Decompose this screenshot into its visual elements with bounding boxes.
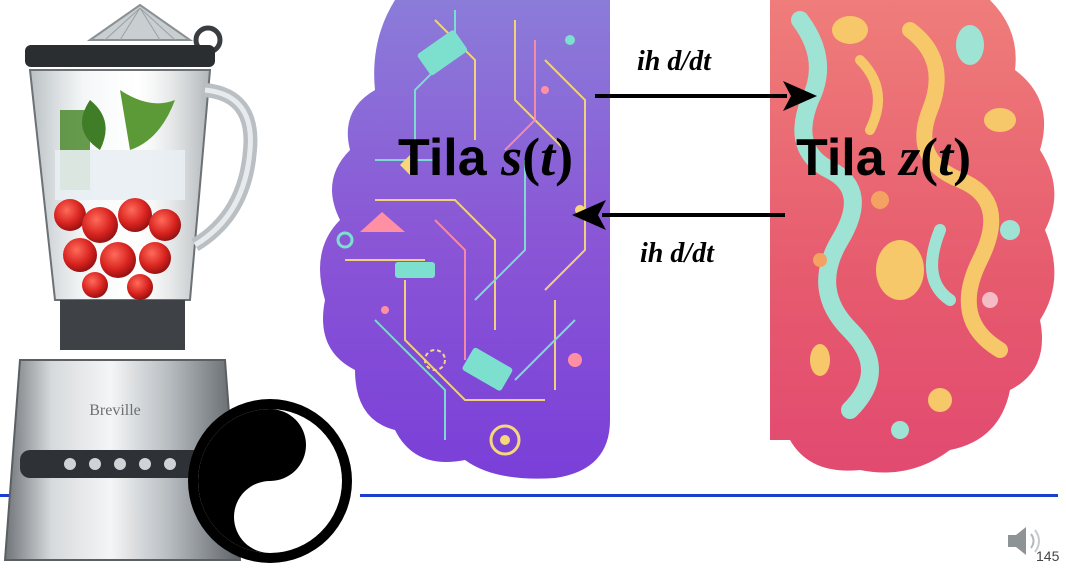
left-state-word: Tila	[398, 129, 487, 187]
right-paren-open: (	[920, 127, 939, 187]
arrow-right-icon	[595, 81, 817, 111]
left-state-var: s	[501, 127, 523, 187]
circuit-brain-image	[320, 0, 610, 479]
left-paren-open: (	[522, 127, 541, 187]
left-state-arg: t	[540, 127, 556, 187]
right-state-word: Tila	[796, 129, 885, 187]
yin-yang-icon	[188, 399, 352, 563]
left-paren-close: )	[555, 127, 574, 187]
operator-bottom-label: ih d/dt	[640, 238, 714, 269]
right-state-var: z	[899, 127, 921, 187]
blender-image: Breville	[3, 3, 258, 561]
swirl-brain-image	[770, 0, 1055, 473]
blender-brand-label: Breville	[89, 402, 141, 419]
right-state-arg: t	[938, 127, 954, 187]
left-state-label: Tila s(t)	[398, 130, 573, 184]
page-number: 145	[1036, 548, 1060, 564]
operator-top-label: ih d/dt	[637, 46, 711, 77]
right-paren-close: )	[953, 127, 972, 187]
speaker-icon[interactable]	[1004, 523, 1048, 559]
arrow-left-icon	[572, 200, 785, 230]
right-state-label: Tila z(t)	[796, 130, 971, 184]
slide-rule	[360, 494, 1058, 497]
